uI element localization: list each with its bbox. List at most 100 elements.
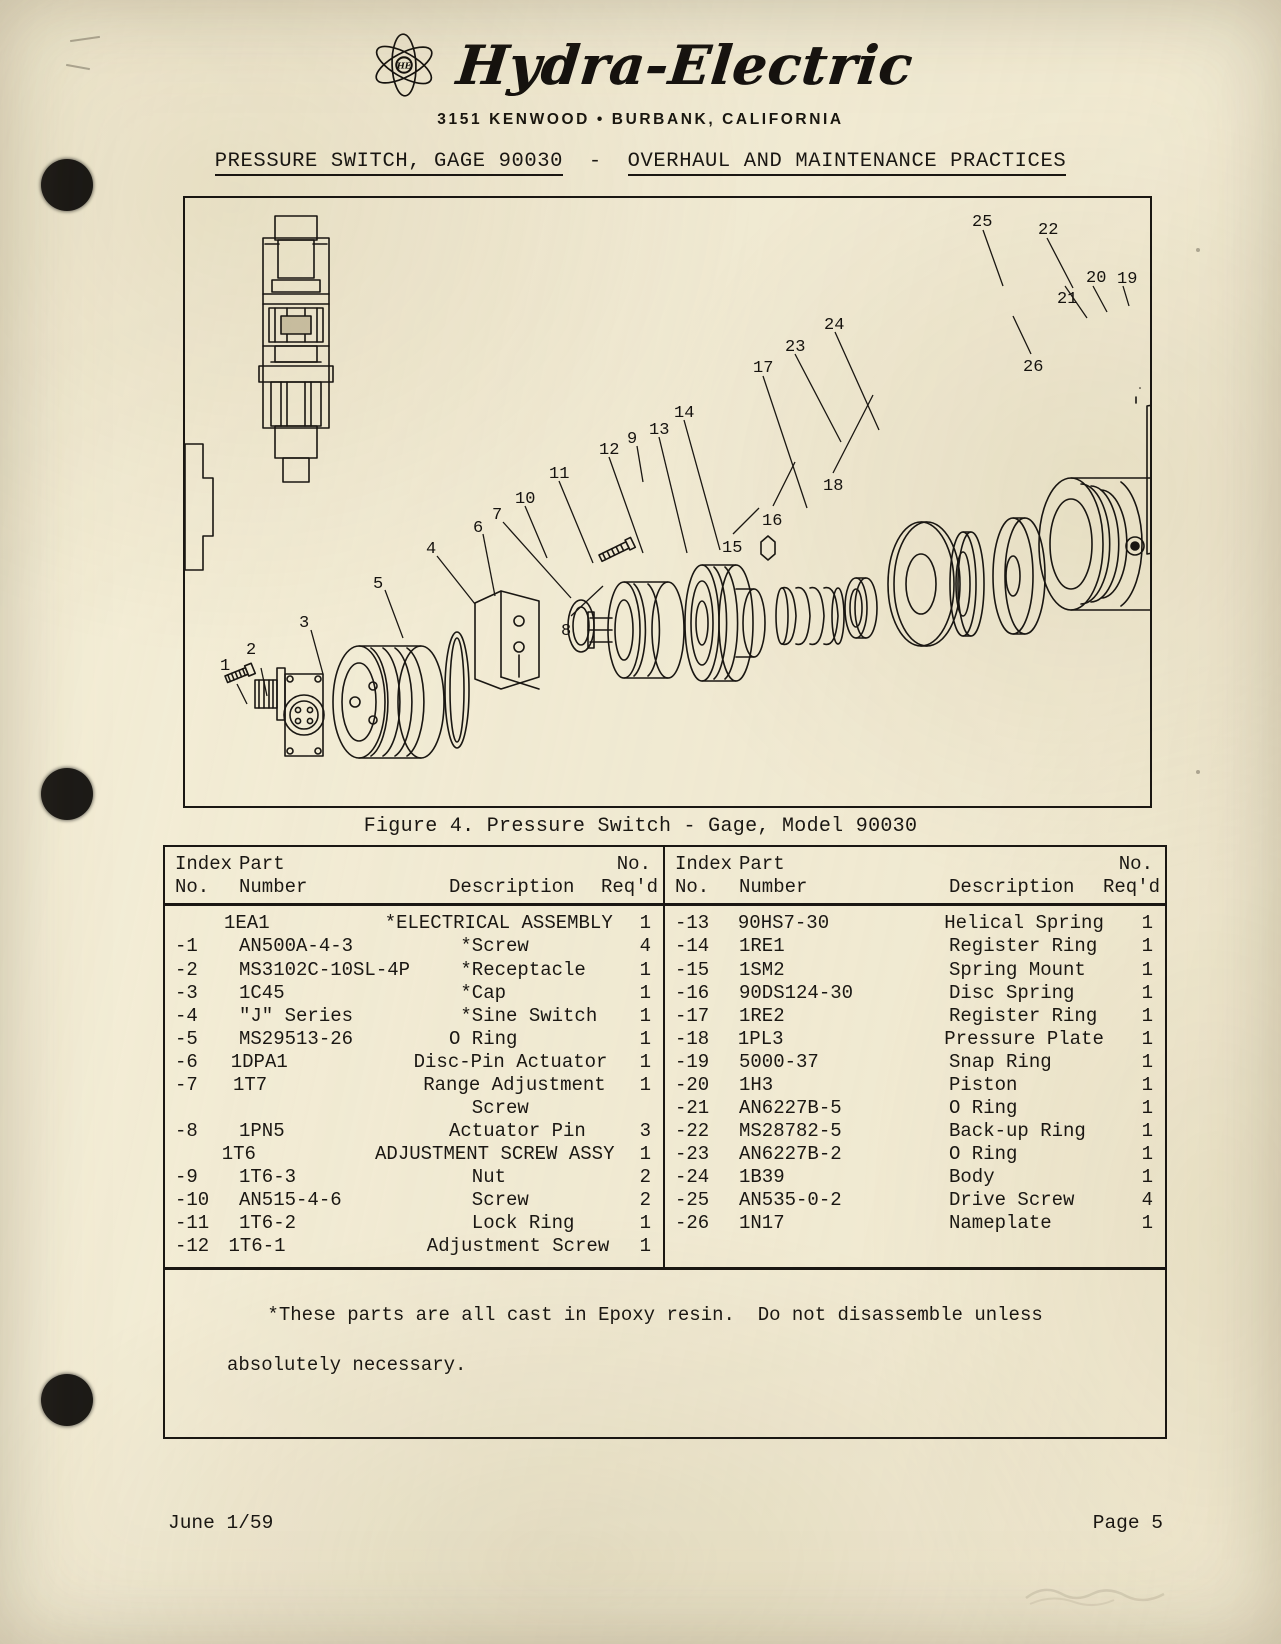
part-description: Register Ring (949, 1004, 1098, 1027)
binder-punch-hole (41, 1374, 93, 1426)
figure-callout-7: 7 (492, 506, 503, 525)
parts-table-footnote: *These parts are all cast in Epoxy resin… (165, 1266, 1165, 1437)
header-description: Description (949, 876, 1075, 899)
part-number: 1T6-2 (239, 1212, 297, 1235)
part-quantity: 4 (1141, 1189, 1153, 1212)
footnote-line-1: *These parts are all cast in Epoxy resin… (267, 1304, 1043, 1327)
table-row: -17 1RE2 Register Ring 1 (665, 1005, 1165, 1028)
header-index-line1: Index (675, 853, 733, 875)
part-description: Range Adjustment (423, 1073, 606, 1096)
edge-mark (1196, 770, 1200, 774)
footnote-line-2: absolutely necessary. (227, 1353, 467, 1376)
document-title-right: OVERHAUL AND MAINTENANCE PRACTICES (627, 150, 1067, 176)
part-index-number: -13 (675, 912, 710, 935)
part-quantity: 1 (1141, 1004, 1153, 1027)
part-quantity: 4 (639, 935, 651, 958)
figure-callout-8: 8 (561, 622, 572, 641)
part-description: Disc Spring (949, 981, 1075, 1004)
part-quantity: 2 (639, 1189, 651, 1212)
part-description: Register Ring (949, 935, 1098, 958)
part-index-number: -16 (675, 981, 710, 1004)
part-quantity: 1 (1141, 1050, 1153, 1073)
part-quantity: 1 (639, 1073, 651, 1096)
figure-callout-11: 11 (549, 465, 570, 484)
part-quantity: 1 (639, 1027, 651, 1050)
figure-callout-3: 3 (299, 614, 310, 633)
parts-table-right-header: Index Part No. No. Number Description Re… (665, 847, 1165, 907)
header-qty-line2: Req'd (1103, 876, 1161, 899)
figure-callout-22: 22 (1038, 221, 1059, 240)
part-index-number: -11 (175, 1212, 210, 1235)
header-part-line1: Part (739, 853, 785, 875)
figure-callout-18: 18 (823, 477, 844, 496)
part-number: MS29513-26 (239, 1027, 354, 1050)
part-number: 1DPA1 (230, 1050, 288, 1073)
document-title: PRESSURE SWITCH, GAGE 90030 - OVERHAUL A… (0, 150, 1281, 176)
part-index-number: -1 (175, 935, 198, 958)
part-quantity: 1 (1141, 1073, 1153, 1096)
footer-page-number: Page 5 (1092, 1512, 1163, 1534)
part-number (239, 1097, 449, 1120)
part-index-number: -22 (675, 1120, 710, 1143)
header-index-line2: No. (175, 876, 210, 899)
part-index-number: -4 (175, 1004, 198, 1027)
part-quantity: 1 (639, 1004, 651, 1027)
part-index-number: -15 (675, 958, 710, 981)
document-title-dash: - (563, 150, 628, 173)
part-number: 1RE1 (739, 935, 785, 958)
part-quantity: 1 (1141, 981, 1153, 1004)
footer-date: June 1/59 (168, 1512, 274, 1534)
parts-table-columns: Index Part No. No. Number Description Re… (165, 847, 1165, 1267)
part-index-number: -19 (675, 1050, 710, 1073)
part-description: Screw (449, 1096, 529, 1119)
part-number: 1PN5 (239, 1120, 285, 1143)
header-index-line1: Index (175, 853, 233, 875)
header-description-spacer (449, 853, 601, 876)
part-number: 5000-37 (739, 1050, 819, 1073)
figure-callout-13: 13 (649, 421, 670, 440)
part-number: 1T6-1 (228, 1235, 286, 1258)
part-index-number: -25 (675, 1189, 710, 1212)
part-number: 1T6 (221, 1143, 256, 1166)
part-number: 90HS7-30 (737, 912, 830, 935)
part-number: 90DS124-30 (739, 981, 854, 1004)
figure-callout-10: 10 (515, 490, 536, 509)
binder-punch-hole (41, 159, 93, 211)
part-index-number: -17 (675, 1004, 710, 1027)
part-number: 1RE2 (739, 1004, 785, 1027)
part-number: MS28782-5 (739, 1120, 842, 1143)
figure-callout-24: 24 (824, 316, 845, 335)
part-number: 1N17 (739, 1212, 785, 1235)
part-quantity: 1 (1141, 1027, 1153, 1050)
part-index-number: -20 (675, 1073, 710, 1096)
header-row-1: Index Part No. (665, 853, 1165, 876)
part-description: Nut (449, 1166, 507, 1189)
header-qty-line2: Req'd (601, 876, 659, 899)
svg-text:HE: HE (395, 61, 411, 71)
part-description: *Receptacle (449, 958, 586, 981)
part-description: *Screw (449, 935, 529, 958)
binder-punch-hole (41, 768, 93, 820)
part-description: Actuator Pin (449, 1120, 586, 1143)
part-description: Back-up Ring (949, 1120, 1086, 1143)
part-description: Adjustment Screw (403, 1235, 610, 1258)
figure-callout-1: 1 (220, 657, 231, 676)
figure-callout-9: 9 (627, 430, 638, 449)
part-description: Disc-Pin Actuator (413, 1050, 608, 1073)
part-description: Spring Mount (949, 958, 1086, 981)
part-description: Snap Ring (949, 1050, 1052, 1073)
part-quantity: 1 (639, 981, 651, 1004)
part-number: 1PL3 (737, 1027, 784, 1050)
